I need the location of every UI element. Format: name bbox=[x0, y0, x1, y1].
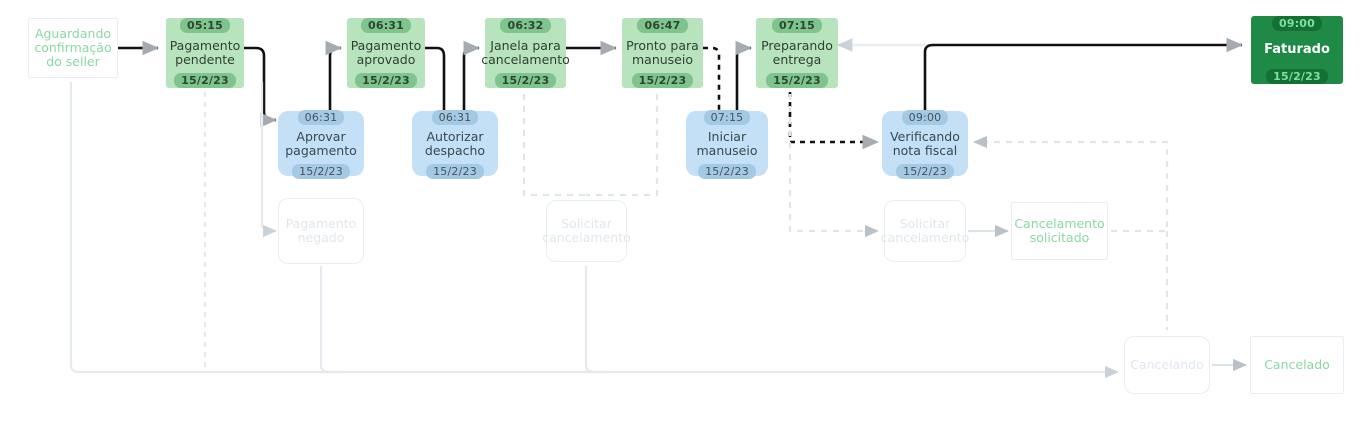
node-preparando-entrega[interactable]: 07:15 Preparando entrega 15/2/23 bbox=[756, 18, 838, 88]
node-date-badge: 15/2/23 bbox=[494, 73, 557, 88]
node-time-badge: 06:31 bbox=[431, 110, 479, 125]
node-time-badge: 07:15 bbox=[771, 18, 822, 33]
node-verificando-nota-fiscal[interactable]: 09:00 Verificando nota fiscal 15/2/23 bbox=[882, 110, 968, 179]
node-label: Verificando nota fiscal bbox=[890, 128, 960, 158]
node-aprovar-pagamento[interactable]: 06:31 Aprovar pagamento 15/2/23 bbox=[278, 110, 364, 179]
node-date-badge: 15/2/23 bbox=[355, 73, 417, 88]
node-time-badge: 06:47 bbox=[637, 18, 688, 33]
node-pagamento-negado[interactable]: Pagamento negado bbox=[278, 198, 364, 264]
node-label: Pronto para manuseio bbox=[626, 38, 699, 67]
node-label: Cancelando bbox=[1130, 357, 1204, 372]
node-label: Pagamento aprovado bbox=[350, 38, 422, 67]
node-pronto-para-manuseio[interactable]: 06:47 Pronto para manuseio 15/2/23 bbox=[622, 18, 703, 88]
node-label: Cancelamento solicitado bbox=[1014, 216, 1105, 245]
node-time-badge: 06:31 bbox=[360, 18, 411, 33]
node-label: Cancelado bbox=[1264, 357, 1330, 372]
node-time-badge: 09:00 bbox=[1271, 16, 1322, 31]
node-label: Iniciar manuseio bbox=[696, 128, 758, 158]
node-label: Solicitar cancelamento bbox=[542, 216, 631, 245]
node-date-badge: 15/2/23 bbox=[631, 73, 694, 88]
node-date-badge: 15/2/23 bbox=[292, 164, 350, 179]
node-label: Aprovar pagamento bbox=[285, 128, 357, 158]
node-label: Janela para cancelamento bbox=[481, 38, 570, 67]
node-solicitar-cancelamento-1[interactable]: Solicitar cancelamento bbox=[542, 200, 631, 262]
node-date-badge: 15/2/23 bbox=[766, 73, 828, 88]
node-cancelando[interactable]: Cancelando bbox=[1124, 336, 1210, 394]
node-date-badge: 15/2/23 bbox=[426, 164, 484, 179]
node-date-badge: 15/2/23 bbox=[1266, 69, 1328, 84]
node-time-badge: 07:15 bbox=[703, 110, 751, 125]
node-label: Aguardando confirmação do seller bbox=[34, 26, 112, 69]
node-date-badge: 15/2/23 bbox=[896, 164, 954, 179]
node-solicitar-cancelamento-2[interactable]: Solicitar cancelamento bbox=[881, 200, 969, 262]
node-cancelado[interactable]: Cancelado bbox=[1250, 336, 1344, 394]
node-label: Autorizar despacho bbox=[424, 128, 486, 158]
node-date-badge: 15/2/23 bbox=[174, 73, 236, 88]
node-time-badge: 06:31 bbox=[297, 110, 345, 125]
node-label: Faturado bbox=[1264, 41, 1330, 57]
node-time-badge: 06:32 bbox=[500, 18, 551, 33]
node-label: Solicitar cancelamento bbox=[880, 216, 970, 245]
node-pagamento-pendente[interactable]: 05:15 Pagamento pendente 15/2/23 bbox=[166, 18, 244, 88]
node-janela-para-cancelamento[interactable]: 06:32 Janela para cancelamento 15/2/23 bbox=[481, 18, 570, 88]
node-time-badge: 09:00 bbox=[901, 110, 949, 125]
node-iniciar-manuseio[interactable]: 07:15 Iniciar manuseio 15/2/23 bbox=[686, 110, 768, 179]
node-label: Pagamento pendente bbox=[169, 38, 241, 67]
node-cancelamento-solicitado[interactable]: Cancelamento solicitado bbox=[1011, 202, 1108, 260]
node-autorizar-despacho[interactable]: 06:31 Autorizar despacho 15/2/23 bbox=[412, 110, 498, 179]
node-faturado[interactable]: 09:00 Faturado 15/2/23 bbox=[1251, 16, 1343, 84]
node-date-badge: 15/2/23 bbox=[698, 164, 756, 179]
node-label: Preparando entrega bbox=[761, 38, 833, 67]
node-time-badge: 05:15 bbox=[179, 18, 230, 33]
node-aguardando-confirmacao-do-seller[interactable]: Aguardando confirmação do seller bbox=[28, 18, 118, 78]
node-pagamento-aprovado[interactable]: 06:31 Pagamento aprovado 15/2/23 bbox=[347, 18, 425, 88]
node-label: Pagamento negado bbox=[285, 216, 357, 245]
